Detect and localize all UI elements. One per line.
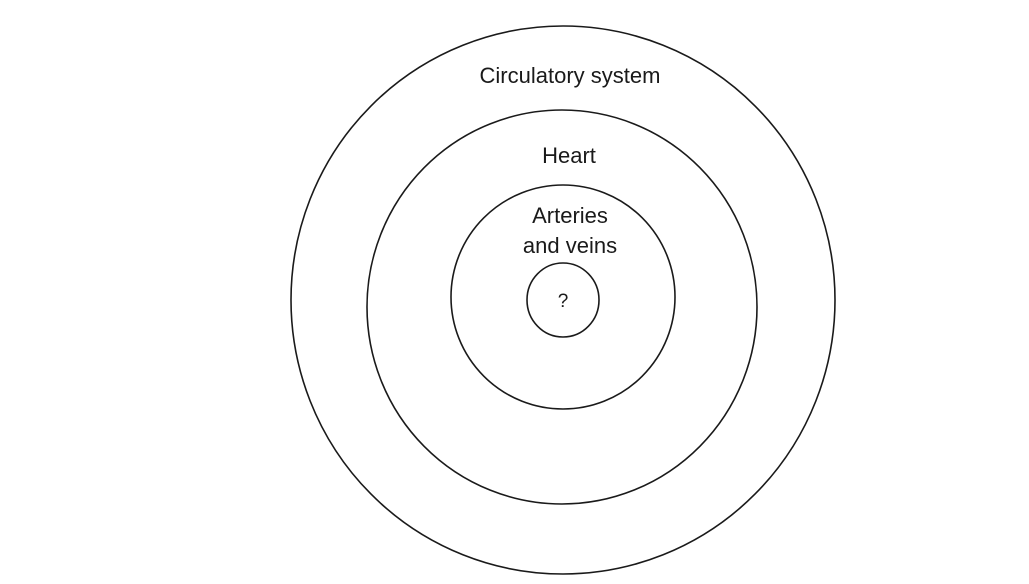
circulatory-system-circle <box>290 25 836 575</box>
question-mark-label: ? <box>558 291 569 312</box>
and-veins-label: and veins <box>523 233 617 258</box>
arteries-label: Arteries <box>532 203 608 228</box>
heart-circle <box>366 109 758 505</box>
unknown-circle <box>526 262 600 338</box>
heart-label: Heart <box>542 143 596 168</box>
circulatory-system-label: Circulatory system <box>480 63 661 88</box>
arteries-veins-circle <box>450 184 676 410</box>
